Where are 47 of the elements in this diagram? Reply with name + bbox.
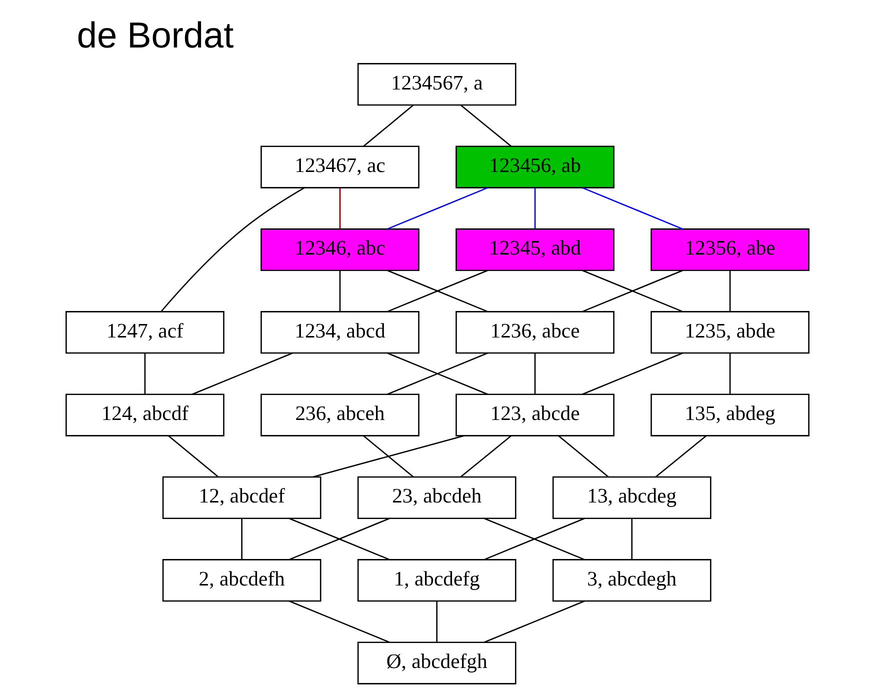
connector: [460, 104, 512, 147]
connector: [630, 518, 632, 560]
connector: [362, 104, 414, 147]
node-box: 1247, acf: [65, 311, 224, 354]
connector: [582, 352, 683, 395]
connector: [192, 352, 293, 395]
node-box: 236, abceh: [260, 394, 419, 436]
node-box: 123467, ac: [260, 146, 419, 188]
connector: [338, 270, 340, 312]
node-box: 1, abcdefg: [356, 559, 516, 602]
node-box: 3, abcdegh: [552, 559, 711, 602]
node-box: 2, abcdefh: [162, 559, 321, 602]
node-box: 1236, abce: [455, 311, 614, 354]
diagram-title: de Bordat: [76, 14, 234, 56]
connector: [728, 353, 730, 394]
connector: [288, 600, 390, 643]
connector: [168, 435, 218, 478]
node-box: 12356, abe: [650, 228, 809, 271]
connector: [581, 187, 682, 230]
connector: [312, 435, 464, 478]
connector: [338, 188, 340, 229]
connector: [460, 435, 512, 478]
connector: [144, 353, 146, 394]
node-box: 23, abcdeh: [356, 476, 516, 519]
node-box: 124, abcdf: [65, 394, 224, 436]
node-box: 123456, ab: [455, 146, 614, 188]
node-box: 123, abcde: [455, 394, 614, 436]
connector: [558, 435, 608, 478]
node-box: 12345, abd: [455, 228, 614, 271]
connector: [728, 270, 730, 312]
connector: [534, 353, 536, 394]
node-box: 135, abdeg: [650, 394, 809, 436]
node-box: 1234, abcd: [260, 311, 419, 354]
node-box: 13, abcdeg: [552, 476, 711, 519]
connector: [534, 188, 536, 229]
connector: [362, 435, 414, 478]
node-box: Ø, abcdefgh: [356, 642, 516, 684]
connector: [386, 187, 488, 230]
node-box: 12346, abc: [260, 228, 419, 271]
connector: [436, 601, 437, 642]
node-box: 1235, abde: [650, 311, 809, 354]
connector: [654, 435, 706, 478]
node-box: 1234567, a: [356, 63, 516, 106]
connector: [160, 187, 304, 312]
connector: [484, 600, 584, 643]
node-box: 12, abcdef: [162, 476, 321, 519]
connector: [240, 518, 242, 560]
